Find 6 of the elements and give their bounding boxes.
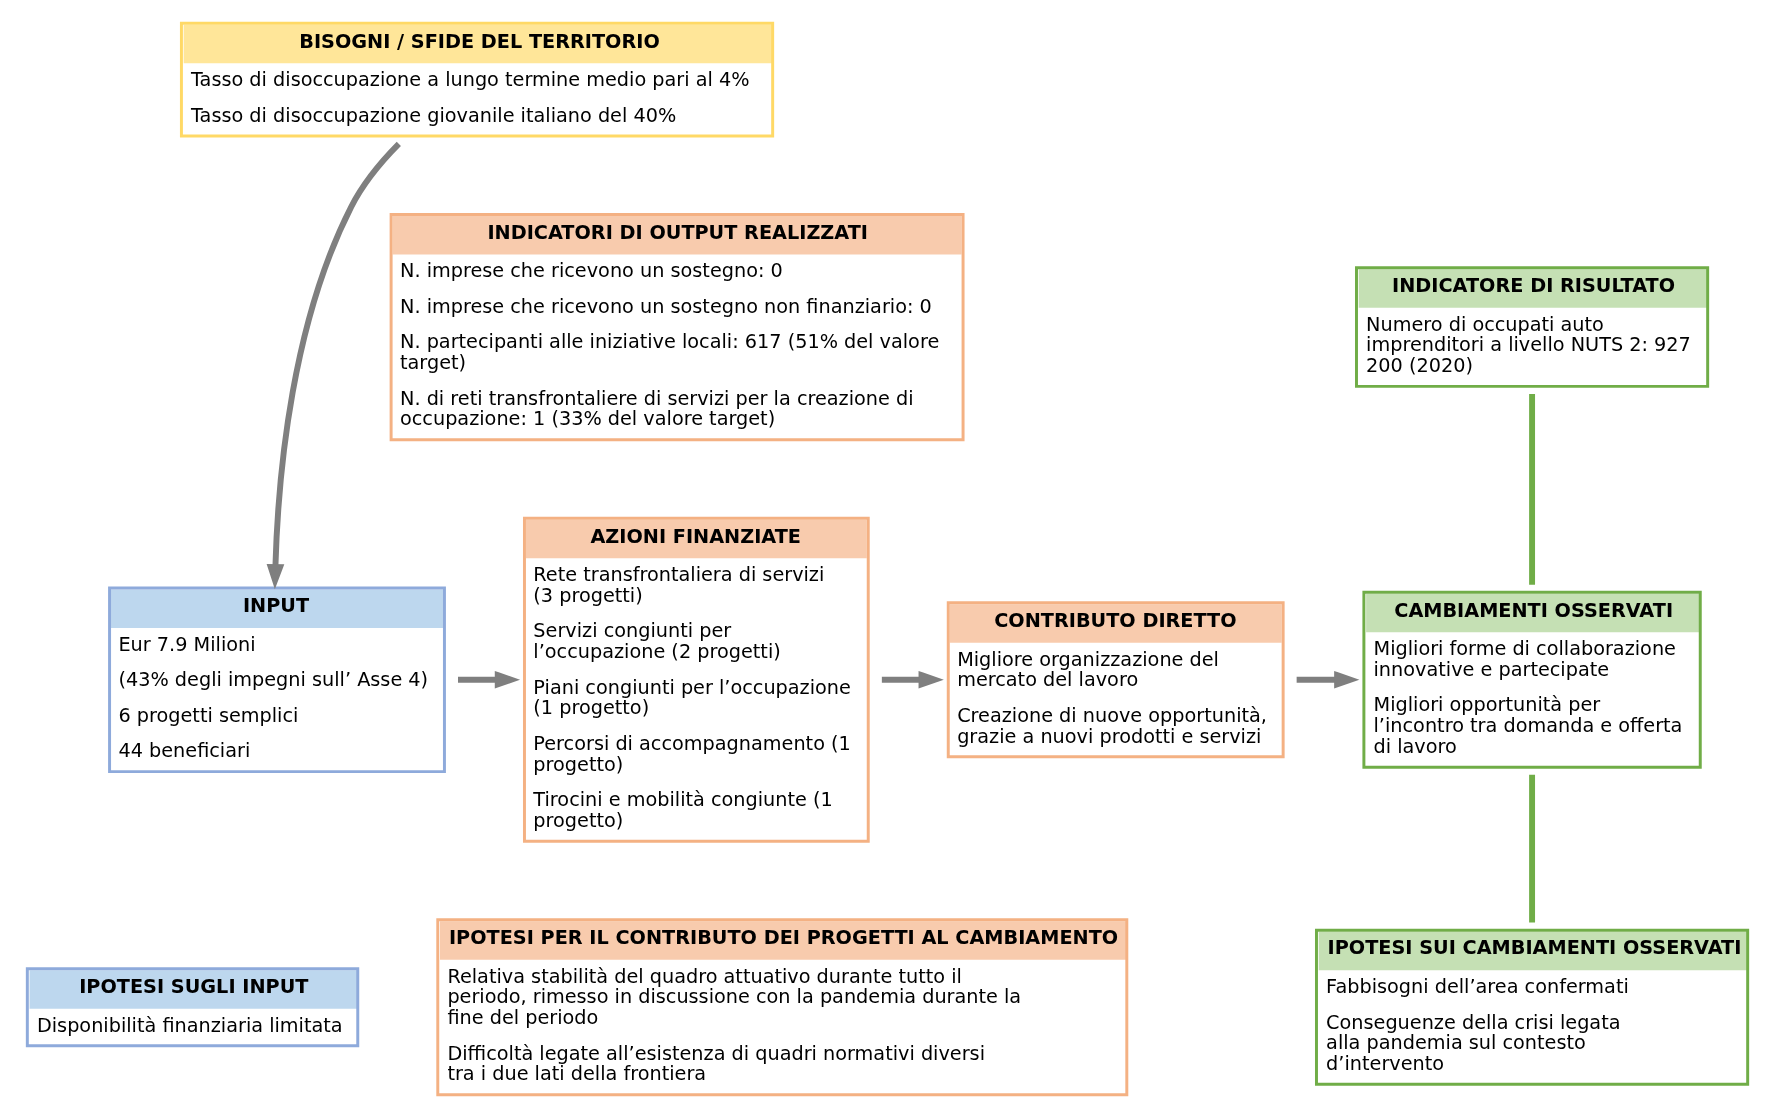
connector xyxy=(1529,393,1536,585)
arrow xyxy=(1296,670,1360,689)
arrow xyxy=(458,670,521,689)
arrow xyxy=(266,141,401,590)
arrow xyxy=(881,670,944,689)
connector xyxy=(1529,774,1536,923)
